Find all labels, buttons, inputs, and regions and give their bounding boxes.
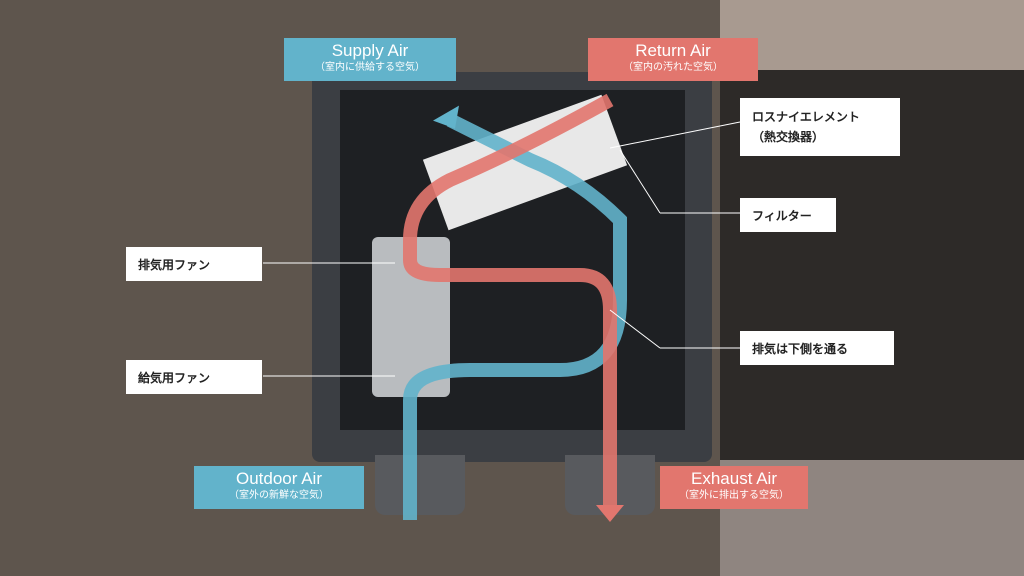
outdoor-air-sub: （室外の新鮮な空気） (229, 490, 329, 501)
outdoor-duct (375, 455, 465, 515)
exhaust-air-sub: （室外に排出する空気） (679, 490, 789, 501)
supply-fan-label: 給気用ファン (126, 360, 262, 394)
heat-exchanger-label: ロスナイエレメント （熱交換器） (740, 98, 900, 156)
outdoor-air-title: Outdoor Air (236, 469, 322, 488)
supply-air-tag: Supply Air （室内に供給する空気） (284, 38, 456, 81)
filter-label: フィルター (740, 198, 836, 232)
carpet-top-right (720, 0, 1024, 70)
supply-air-title: Supply Air (331, 41, 409, 60)
return-airflow-arrow (403, 93, 617, 505)
outdoor-air-tag: Outdoor Air （室外の新鮮な空気） (194, 466, 364, 509)
exhaust-fan-label: 排気用ファン (126, 247, 262, 281)
supply-air-sub: （室内に供給する空気） (315, 62, 425, 73)
exhaust-air-title: Exhaust Air (691, 469, 777, 488)
exhaust-air-tag: Exhaust Air （室外に排出する空気） (660, 466, 808, 509)
return-air-title: Return Air (635, 41, 711, 60)
return-air-sub: （室内の汚れた空気） (623, 62, 723, 73)
exhaust-path-label: 排気は下側を通る (740, 331, 894, 365)
return-air-tag: Return Air （室内の汚れた空気） (588, 38, 758, 81)
